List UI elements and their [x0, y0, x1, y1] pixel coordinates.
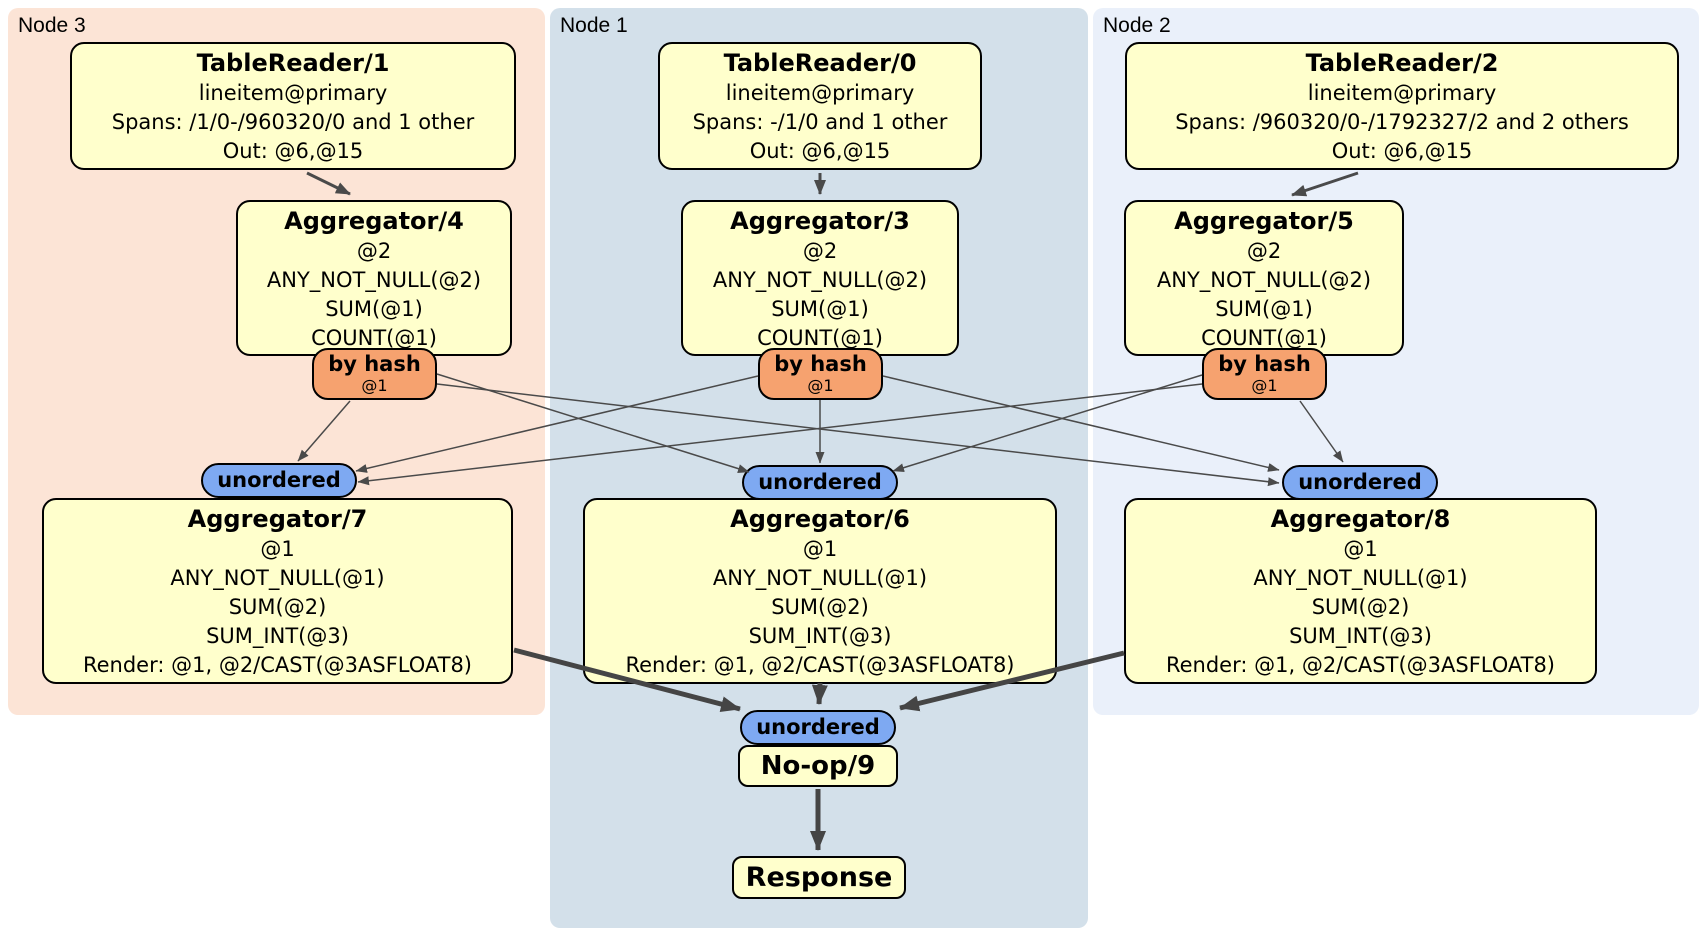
processor-line: @2	[1246, 239, 1282, 263]
processor-line: SUM(@1)	[771, 297, 869, 321]
processor-line: Render: @1, @2/CAST(@3ASFLOAT8)	[1165, 653, 1556, 677]
processor-line: SUM_INT(@3)	[748, 624, 892, 648]
processor-line: @2	[802, 239, 838, 263]
processor-title: Aggregator/3	[730, 207, 910, 235]
processor-title: Aggregator/4	[284, 207, 464, 235]
processor-aggregator-8: Aggregator/8 @1 ANY_NOT_NULL(@1) SUM(@2)…	[1124, 498, 1597, 684]
processor-line: Out: @6,@15	[222, 139, 364, 163]
processor-line: Spans: /960320/0-/1792327/2 and 2 others	[1175, 110, 1629, 134]
router-label: by hash	[328, 352, 421, 376]
processor-line: Out: @6,@15	[749, 139, 891, 163]
processor-aggregator-3: Aggregator/3 @2 ANY_NOT_NULL(@2) SUM(@1)…	[681, 200, 959, 356]
processor-line: @1	[802, 537, 838, 561]
processor-title: Aggregator/7	[187, 505, 368, 533]
processor-line: COUNT(@1)	[311, 326, 437, 350]
processor-tablereader-0: TableReader/0 lineitem@primary Spans: -/…	[658, 42, 982, 170]
region-node-1-label: Node 1	[560, 14, 628, 37]
processor-tablereader-2: TableReader/2 lineitem@primary Spans: /9…	[1125, 42, 1679, 170]
processor-line: @1	[1343, 537, 1378, 561]
processor-aggregator-4: Aggregator/4 @2 ANY_NOT_NULL(@2) SUM(@1)…	[236, 200, 512, 356]
router-by-hash-node3: by hash @1	[312, 348, 437, 400]
processor-line: ANY_NOT_NULL(@2)	[712, 268, 928, 292]
processor-line: Render: @1, @2/CAST(@3ASFLOAT8)	[625, 653, 1015, 677]
processor-line: SUM_INT(@3)	[1289, 624, 1432, 648]
processor-line: SUM(@2)	[1311, 595, 1410, 619]
processor-line: lineitem@primary	[1307, 81, 1497, 105]
processor-line: Spans: /1/0-/960320/0 and 1 other	[111, 110, 475, 134]
processor-line: ANY_NOT_NULL(@2)	[1156, 268, 1372, 292]
sync-unordered-final: unordered	[740, 710, 896, 745]
processor-line: SUM(@1)	[1215, 297, 1313, 321]
processor-line: @2	[356, 239, 392, 263]
sync-unordered-node2: unordered	[1282, 465, 1438, 500]
router-detail: @1	[807, 376, 834, 395]
router-by-hash-node1: by hash @1	[758, 348, 883, 400]
processor-tablereader-1: TableReader/1 lineitem@primary Spans: /1…	[70, 42, 516, 170]
processor-line: lineitem@primary	[198, 81, 388, 105]
processor-line: COUNT(@1)	[1201, 326, 1327, 350]
processor-line: Out: @6,@15	[1331, 139, 1473, 163]
processor-line: lineitem@primary	[725, 81, 915, 105]
router-detail: @1	[361, 376, 388, 395]
router-label: by hash	[1218, 352, 1311, 376]
processor-title: Aggregator/6	[730, 505, 910, 533]
processor-title: TableReader/2	[1305, 49, 1499, 77]
processor-aggregator-6: Aggregator/6 @1 ANY_NOT_NULL(@1) SUM(@2)…	[583, 498, 1057, 684]
processor-line: SUM(@2)	[771, 595, 869, 619]
response-box: Response	[732, 856, 906, 899]
processor-title: TableReader/0	[723, 49, 917, 77]
processor-title: Aggregator/5	[1174, 207, 1354, 235]
router-detail: @1	[1251, 376, 1278, 395]
region-node-2-label: Node 2	[1103, 14, 1171, 37]
processor-line: Render: @1, @2/CAST(@3ASFLOAT8)	[82, 653, 473, 677]
processor-line: ANY_NOT_NULL(@1)	[712, 566, 928, 590]
processor-line: SUM(@1)	[325, 297, 423, 321]
processor-line: COUNT(@1)	[757, 326, 883, 350]
processor-noop-9: No-op/9	[738, 745, 898, 787]
processor-line: ANY_NOT_NULL(@2)	[266, 268, 482, 292]
processor-line: SUM(@2)	[228, 595, 327, 619]
processor-line: ANY_NOT_NULL(@1)	[1253, 566, 1468, 590]
router-label: by hash	[774, 352, 867, 376]
processor-aggregator-7: Aggregator/7 @1 ANY_NOT_NULL(@1) SUM(@2)…	[42, 498, 513, 684]
processor-line: Spans: -/1/0 and 1 other	[692, 110, 948, 134]
processor-title: TableReader/1	[196, 49, 390, 77]
router-by-hash-node2: by hash @1	[1202, 348, 1327, 400]
sync-unordered-node3: unordered	[201, 463, 357, 498]
region-node-3-label: Node 3	[18, 14, 86, 37]
processor-line: @1	[260, 537, 295, 561]
processor-aggregator-5: Aggregator/5 @2 ANY_NOT_NULL(@2) SUM(@1)…	[1124, 200, 1404, 356]
sync-unordered-node1: unordered	[742, 465, 898, 500]
processor-line: ANY_NOT_NULL(@1)	[170, 566, 385, 590]
processor-title: Aggregator/8	[1270, 505, 1451, 533]
processor-line: SUM_INT(@3)	[206, 624, 349, 648]
